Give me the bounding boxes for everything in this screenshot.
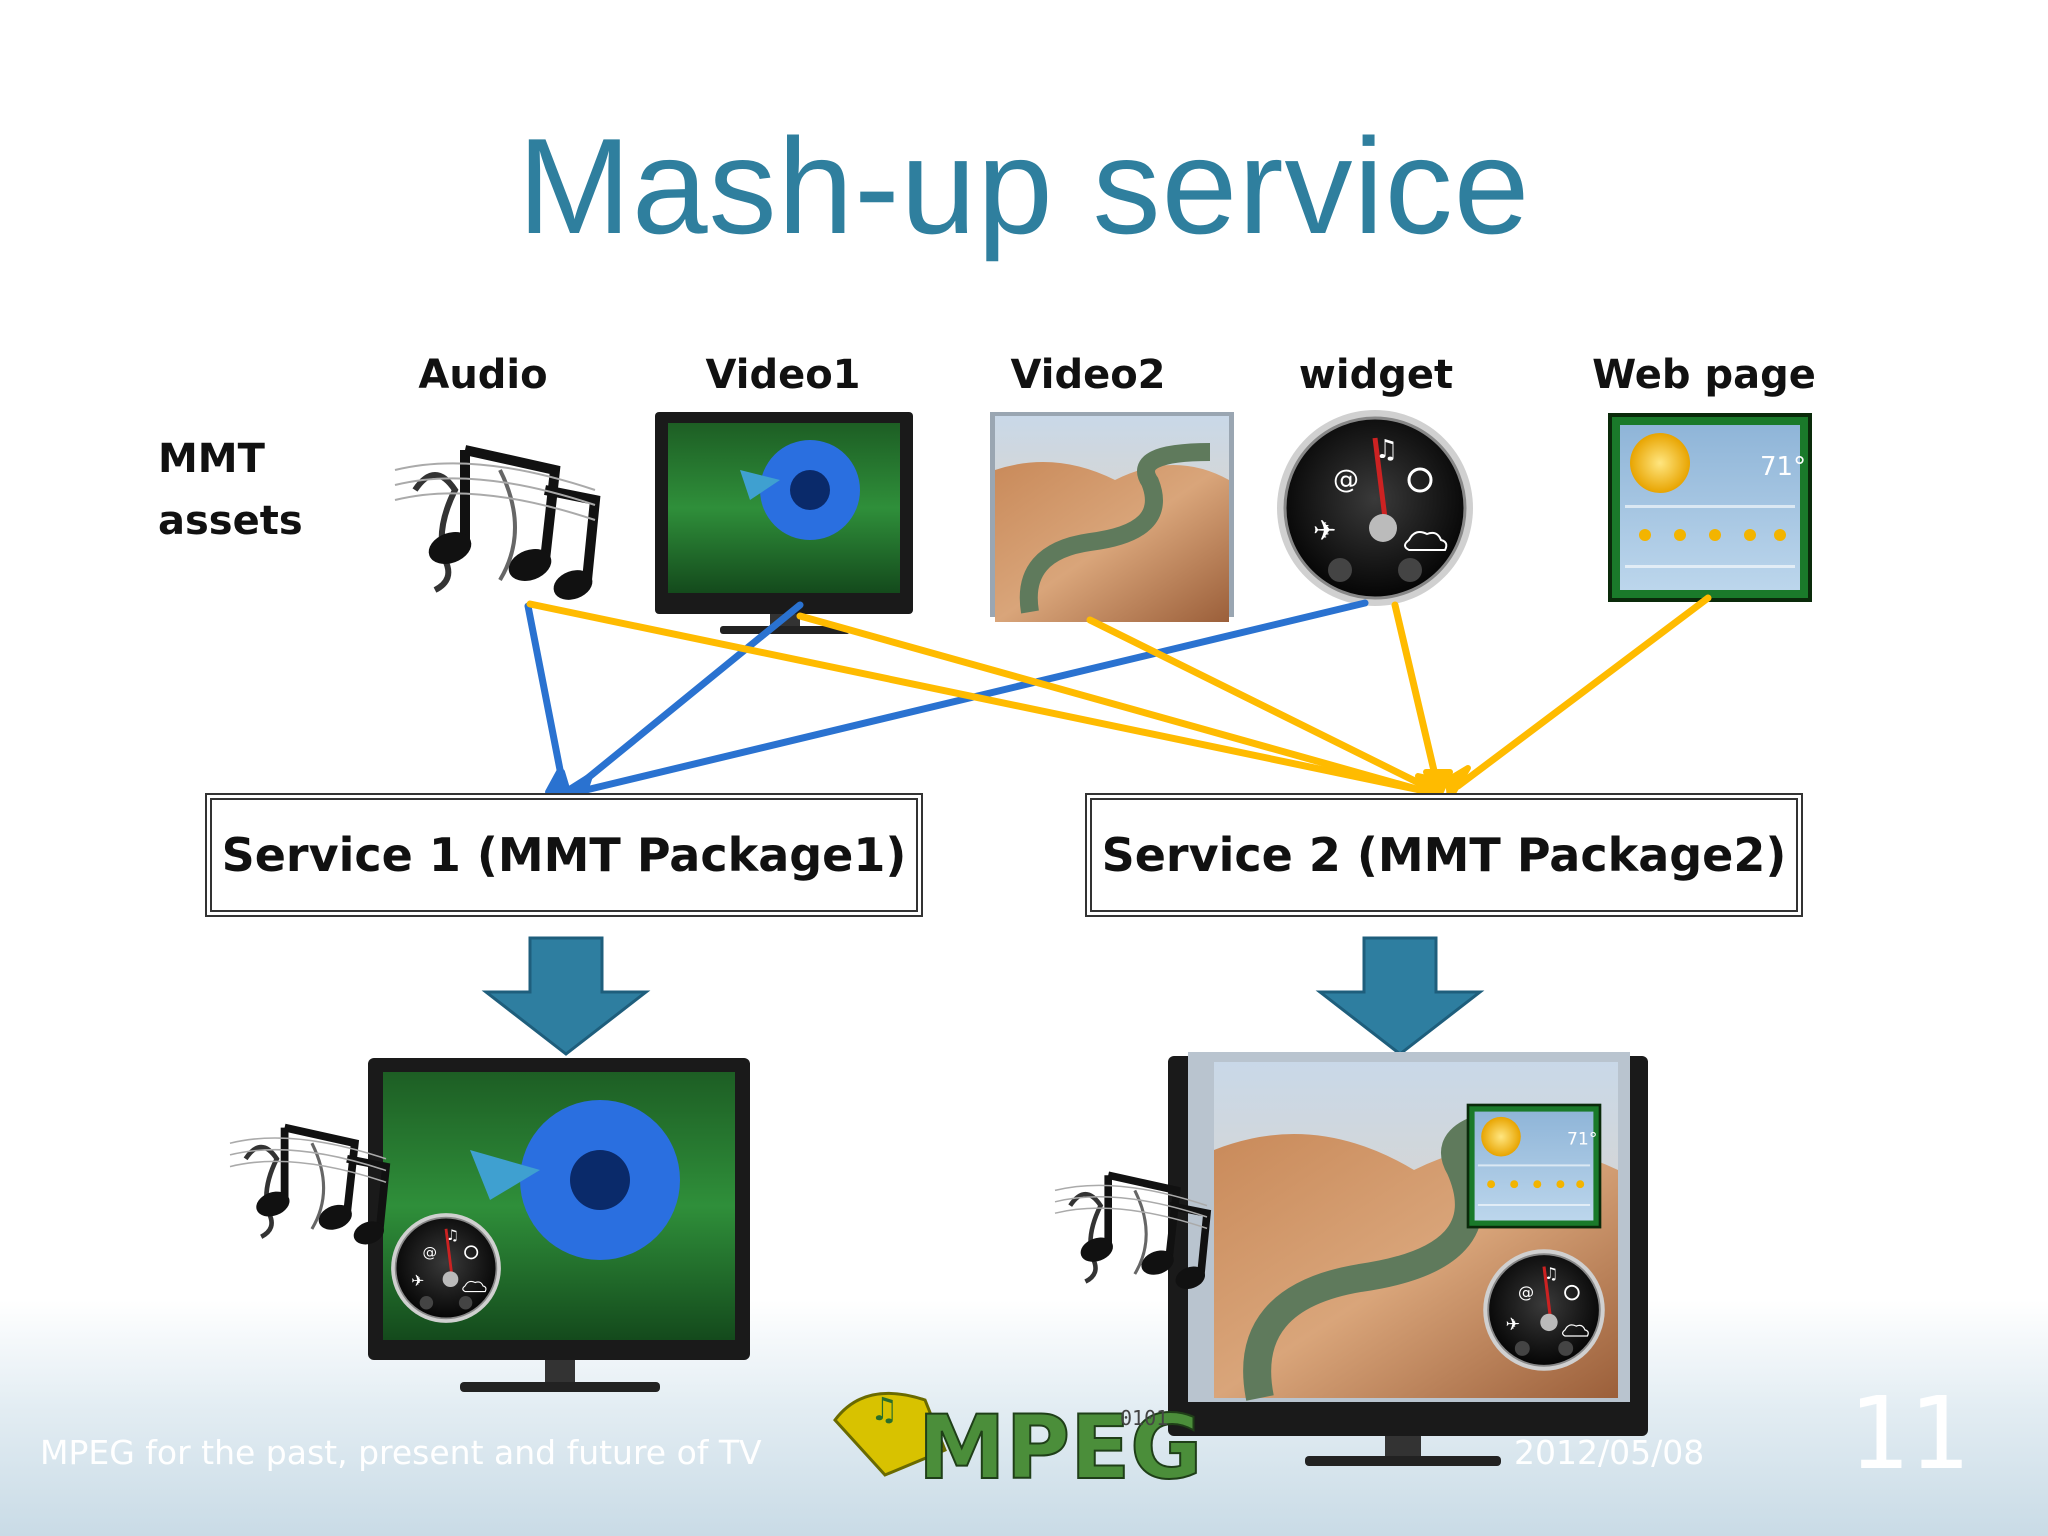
result-service2-webpage-icon: 71° [1466, 1103, 1602, 1229]
mpeg-logo: MPEG 0101 ♫ [833, 1390, 1203, 1500]
connection-arrows [524, 594, 1712, 803]
mmt-label-line1: MMT [158, 436, 265, 482]
slide-title: Mash-up service [517, 110, 1531, 262]
footer-caption: MPEG for the past, present and future of… [40, 1433, 762, 1472]
arrow-video1-to-service1 [574, 601, 804, 790]
result-service1-audio-icon [230, 1128, 387, 1249]
arrow-video1-to-service2 [796, 612, 1424, 794]
asset-label-video1: Video1 [705, 352, 861, 398]
footer-gradient [0, 1300, 2048, 1536]
mmt-label-line2: assets [158, 498, 303, 544]
asset-label-video2: Video2 [1010, 352, 1166, 398]
service1-label: Service 1 (MMT Package1) [221, 828, 907, 882]
arrow-audio-to-service2 [526, 600, 1424, 794]
result-service1-widget-icon [389, 1211, 503, 1325]
video2-asset-icon [990, 412, 1234, 622]
arrow-video2-to-service2 [1086, 616, 1429, 790]
down-arrow-service1 [481, 936, 651, 1056]
service1-box: Service 1 (MMT Package1) [205, 793, 923, 917]
service2-label: Service 2 (MMT Package2) [1101, 828, 1787, 882]
service2-box: Service 2 (MMT Package2) [1085, 793, 1803, 917]
asset-label-webpage: Web page [1592, 352, 1816, 398]
arrow-widget-to-service2 [1391, 601, 1439, 779]
video1-asset-icon [655, 412, 913, 634]
svg-text:♫: ♫ [870, 1390, 899, 1428]
svg-text:0101: 0101 [1120, 1406, 1168, 1430]
asset-label-audio: Audio [418, 352, 548, 398]
footer-date: 2012/05/08 [1514, 1433, 1705, 1472]
weather-temp-text: 71° [1760, 452, 1806, 482]
arrow-webpage-to-service2 [1454, 594, 1712, 790]
arrow-audio-to-service1 [524, 602, 566, 784]
result-service1-tv [368, 1058, 750, 1392]
webpage-asset-icon: 71° [1608, 413, 1812, 602]
down-arrow-service2 [1315, 936, 1485, 1056]
mpeg-logo-text: MPEG [918, 1396, 1202, 1499]
widget-asset-icon [1277, 410, 1473, 606]
weather-temp-text: 71° [1567, 1130, 1597, 1150]
audio-asset-icon [395, 450, 597, 605]
result-service2-widget-icon [1481, 1247, 1607, 1373]
asset-label-widget: widget [1298, 352, 1454, 398]
page-number: 11 [1848, 1375, 1969, 1492]
mmt-assets-label: MMT assets [158, 428, 303, 552]
